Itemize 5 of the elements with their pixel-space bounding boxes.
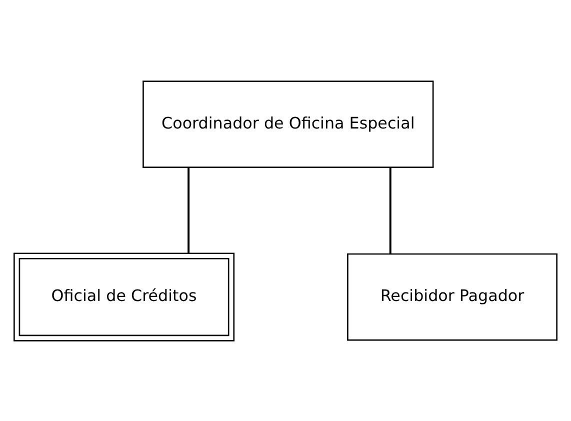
node-box: Oficial de Créditos <box>14 252 235 341</box>
connector <box>389 166 392 254</box>
node-box: Recibidor Pagador <box>347 252 558 340</box>
node-box: Coordinador de Oficina Especial <box>142 80 434 168</box>
connector <box>188 166 190 253</box>
